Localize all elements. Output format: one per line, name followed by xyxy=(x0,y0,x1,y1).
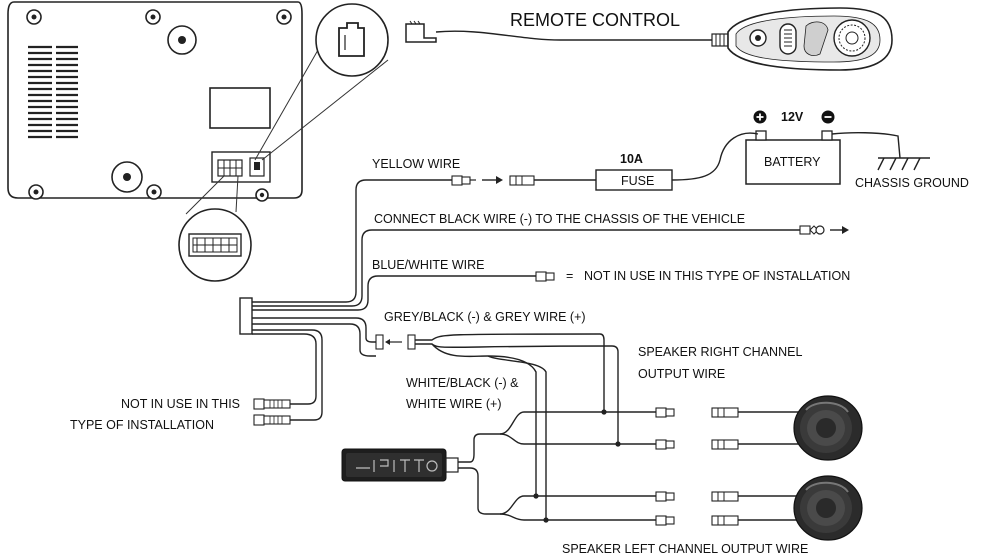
speaker-plug-icon xyxy=(655,407,675,526)
black-wire-label: CONNECT BLACK WIRE (-) TO THE CHASSIS OF… xyxy=(374,212,745,226)
equals-sign: = xyxy=(566,269,573,283)
speaker-right-label-line2: OUTPUT WIRE xyxy=(638,367,725,381)
rj-jack-magnifier xyxy=(254,3,389,161)
battery-icon xyxy=(745,110,841,185)
speaker-right-label-line1: SPEAKER RIGHT CHANNEL xyxy=(638,345,802,359)
not-in-use-installation-label: NOT IN USE IN THIS TYPE OF INSTALLATION xyxy=(584,269,850,283)
remote-control-plug-icon xyxy=(405,20,437,43)
grey-wire-connector-icon xyxy=(375,334,416,350)
white-wires-label-line2: WHITE WIRE (+) xyxy=(406,397,501,411)
harness-connector-icon xyxy=(239,297,253,335)
rca-plug-icon xyxy=(253,398,291,426)
battery-label: BATTERY xyxy=(764,155,821,169)
white-wires-label-line1: WHITE/BLACK (-) & xyxy=(406,376,519,390)
fuse-rating-label: 10A xyxy=(620,152,643,166)
grey-wires-label: GREY/BLACK (-) & GREY WIRE (+) xyxy=(384,310,586,324)
arrow-icon xyxy=(482,176,503,184)
ground-ring-icon xyxy=(799,225,849,235)
speaker-left-icon xyxy=(793,475,863,541)
not-in-use-label-line2: TYPE OF INSTALLATION xyxy=(70,418,214,432)
fuse-icon xyxy=(595,169,673,191)
fuse-label: FUSE xyxy=(621,174,654,188)
yellow-wire-label: YELLOW WIRE xyxy=(372,157,460,171)
speaker-right-icon xyxy=(793,395,863,461)
remote-control-label: REMOTE CONTROL xyxy=(510,10,680,30)
chassis-ground-icon xyxy=(877,157,930,171)
blue-white-wire-label: BLUE/WHITE WIRE xyxy=(372,258,485,272)
remote-control-icon xyxy=(711,7,893,71)
blue-white-plug-icon xyxy=(535,271,555,282)
battery-voltage-label: 12V xyxy=(781,110,804,124)
stereo-unit-icon xyxy=(7,1,303,202)
yellow-wire-socket-icon xyxy=(509,175,535,186)
not-in-use-label-line1: NOT IN USE IN THIS xyxy=(121,397,240,411)
yellow-wire-plug-icon xyxy=(451,175,476,186)
speaker-socket-icon xyxy=(711,407,739,526)
control-panel-icon xyxy=(341,448,459,482)
speaker-left-label: SPEAKER LEFT CHANNEL OUTPUT WIRE xyxy=(562,542,808,556)
plug-magnifier xyxy=(178,175,252,282)
chassis-ground-label: CHASSIS GROUND xyxy=(855,176,969,190)
